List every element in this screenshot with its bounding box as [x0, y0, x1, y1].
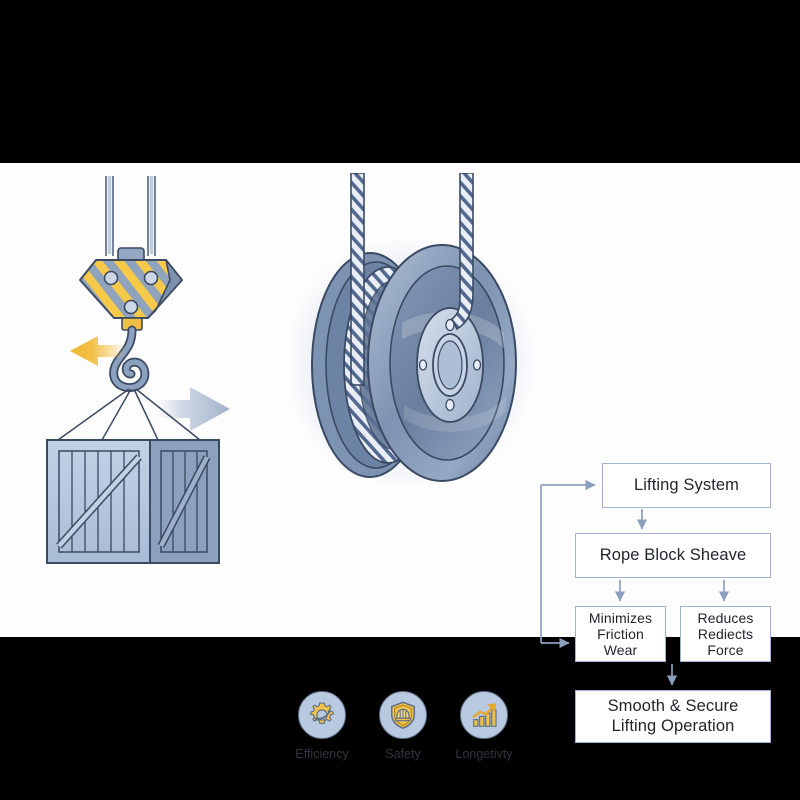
flow-box-lifting-system-label: Lifting System: [633, 475, 740, 494]
shield-helmet-icon: [391, 701, 415, 729]
flow-box-smooth-secure-line-1: Smooth & Secure: [607, 697, 739, 716]
flow-box-minimizes-line-3: Wear: [603, 642, 638, 659]
flow-box-rope-block-sheave-label: Rope Block Sheave: [599, 545, 747, 564]
benefit-efficiency[interactable]: Efficiency: [290, 691, 354, 773]
benefit-safety-circle: [379, 691, 427, 739]
flow-box-reduces-line-1: Reduces: [697, 609, 754, 626]
flow-box-smooth-secure[interactable]: Smooth & Secure Lifting Operation: [575, 690, 771, 743]
benefit-longevity[interactable]: Longetivty: [452, 691, 516, 773]
flow-box-reduces[interactable]: Reduces Rediects Force: [680, 606, 771, 662]
flowchart: Lifting System Rope Block Sheave Minimiz…: [540, 463, 771, 753]
benefit-safety-label: Safety: [385, 747, 421, 761]
flow-box-minimizes-line-2: Friction: [597, 625, 644, 642]
flow-box-rope-block-sheave[interactable]: Rope Block Sheave: [575, 533, 771, 578]
rope-block-sheave-wheel: [292, 173, 532, 491]
flow-box-reduces-line-2: Rediects: [697, 625, 754, 642]
flowchart-connectors: [540, 479, 730, 686]
benefit-efficiency-circle: [298, 691, 346, 739]
gear-icon: [310, 702, 334, 724]
benefit-longevity-circle: [460, 691, 508, 739]
flow-box-reduces-line-3: Force: [707, 642, 744, 659]
crane-hook-lifting-crate: [46, 176, 230, 564]
benefit-efficiency-label: Efficiency: [295, 747, 349, 761]
flow-box-smooth-secure-line-2: Lifting Operation: [611, 716, 735, 735]
benefit-longevity-label: Longetivty: [455, 747, 513, 761]
flow-box-minimizes-line-1: Minimizes: [588, 609, 653, 626]
growth-chart-icon: [472, 703, 497, 727]
flow-box-lifting-system[interactable]: Lifting System: [602, 463, 771, 508]
flow-box-minimizes[interactable]: Minimizes Friction Wear: [575, 606, 666, 662]
letterbox-top: [0, 0, 800, 163]
benefit-safety[interactable]: Safety: [371, 691, 435, 773]
benefit-icons: Efficiency Saf: [290, 691, 516, 773]
illustration-canvas: Lifting System Rope Block Sheave Minimiz…: [0, 163, 800, 761]
